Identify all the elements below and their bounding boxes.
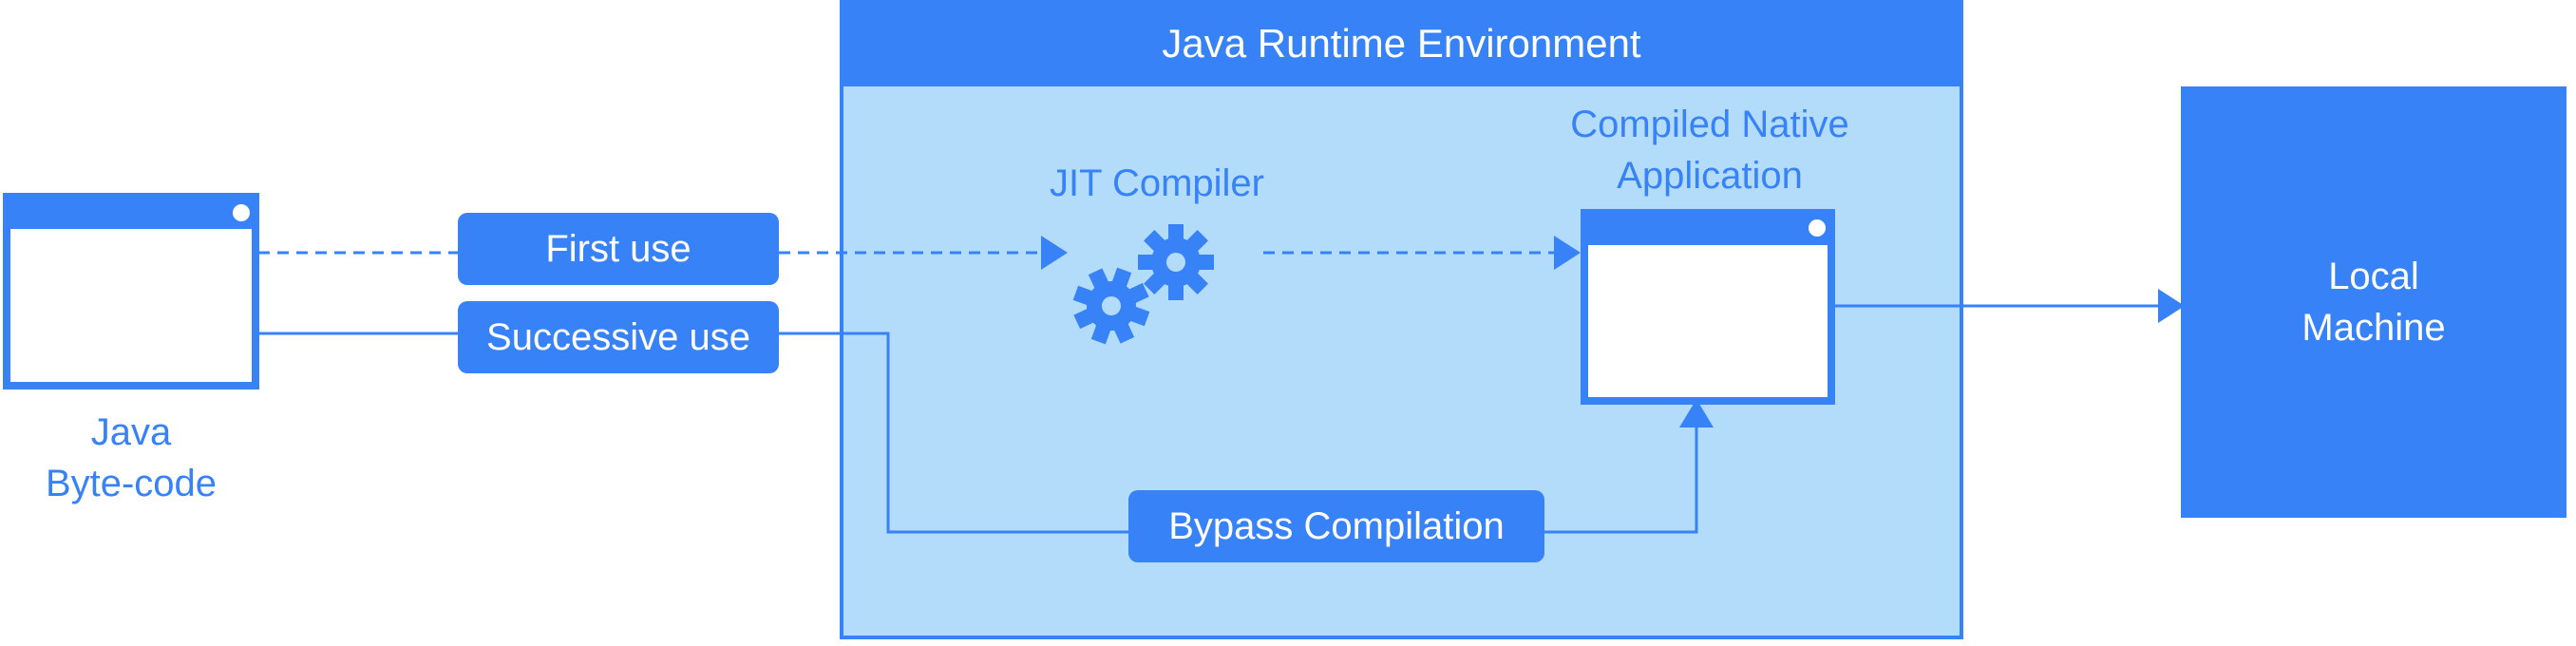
arrowhead-native: [1554, 236, 1581, 270]
arrowhead-up: [1679, 399, 1714, 428]
gears-icon: [1072, 224, 1214, 345]
local-machine-box: Local Machine: [2181, 86, 2567, 518]
jre-title: Java Runtime Environment: [840, 0, 1963, 86]
arrowhead-jit: [1041, 236, 1068, 270]
bytecode-label-line2: Byte-code: [45, 463, 218, 504]
native-app-label-line2: Application: [1617, 155, 1803, 197]
window-dot: [1809, 219, 1826, 237]
native-app-window-icon: [1581, 209, 1835, 405]
bypass-compilation-pill: Bypass Compilation: [1128, 490, 1544, 562]
bytecode-window-icon: [3, 193, 259, 390]
bytecode-label: Java Byte-code: [0, 407, 262, 509]
bytecode-label-line1: Java: [90, 411, 172, 453]
first-use-pill: First use: [458, 213, 779, 285]
local-machine-line1: Local: [2328, 256, 2419, 297]
window-dot: [233, 204, 250, 221]
jit-compiler-label: JIT Compiler: [1050, 162, 1264, 204]
successive-use-pill: Successive use: [458, 301, 779, 373]
local-machine-line2: Machine: [2301, 307, 2446, 349]
native-app-label-line1: Compiled Native: [1570, 104, 1849, 145]
solid-connector-2: [779, 332, 1130, 534]
solid-connector-3: [1544, 428, 1698, 534]
native-app-label: Compiled Native Application: [1520, 99, 1900, 201]
arrowhead-local: [2158, 289, 2185, 323]
window-pane: [10, 229, 252, 382]
window-pane: [1588, 245, 1828, 397]
